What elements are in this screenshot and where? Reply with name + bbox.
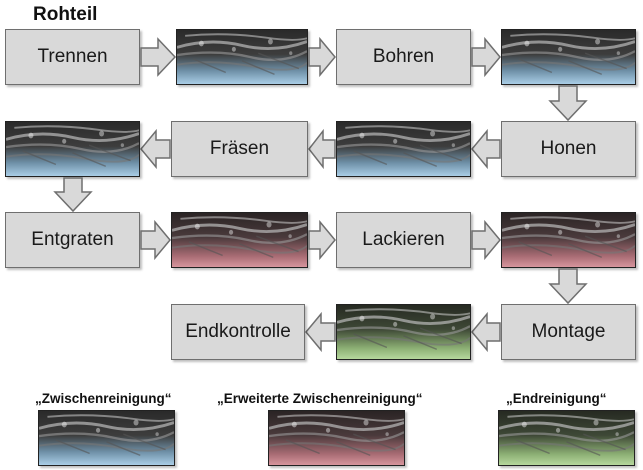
arrow-left-icon: [140, 128, 171, 170]
arrow-left-icon: [471, 311, 501, 353]
part-image-blue: [5, 121, 140, 177]
step-montage: Montage: [501, 304, 636, 360]
legend-image-green: [498, 410, 635, 466]
legend-label-erweiterte-zwischenreinigung: „Erweiterte Zwischenreinigung“: [217, 391, 423, 406]
arrow-down-icon: [548, 268, 588, 305]
arrow-left-icon: [471, 128, 501, 170]
step-entgraten: Entgraten: [5, 212, 140, 268]
part-image-blue: [336, 121, 471, 177]
arrow-right-icon: [140, 37, 177, 77]
arrow-left-icon: [308, 128, 336, 170]
title-rohteil: Rohteil: [33, 4, 98, 25]
step-fraesen: Fräsen: [171, 121, 308, 177]
arrow-down-icon: [548, 85, 588, 122]
arrow-left-icon: [305, 311, 336, 353]
part-image-red: [501, 212, 636, 268]
part-image-blue: [501, 29, 636, 85]
legend-image-red: [268, 410, 405, 466]
arrow-right-icon: [140, 219, 171, 261]
part-image-blue: [176, 29, 308, 85]
arrow-right-icon: [471, 219, 501, 261]
legend-label-zwischenreinigung: „Zwischenreinigung“: [35, 391, 172, 406]
arrow-right-icon: [471, 36, 501, 78]
step-honen: Honen: [501, 121, 636, 177]
arrow-down-icon: [53, 177, 93, 213]
arrow-right-icon: [308, 219, 336, 261]
step-bohren: Bohren: [336, 29, 471, 85]
legend-label-endreinigung: „Endreinigung“: [506, 391, 607, 406]
part-image-green: [336, 304, 471, 360]
step-lackieren: Lackieren: [336, 212, 471, 268]
legend-image-blue: [38, 410, 175, 466]
part-image-red: [171, 212, 308, 268]
step-endkontrolle: Endkontrolle: [171, 304, 305, 360]
arrow-right-icon: [308, 36, 336, 78]
step-trennen: Trennen: [5, 29, 140, 85]
